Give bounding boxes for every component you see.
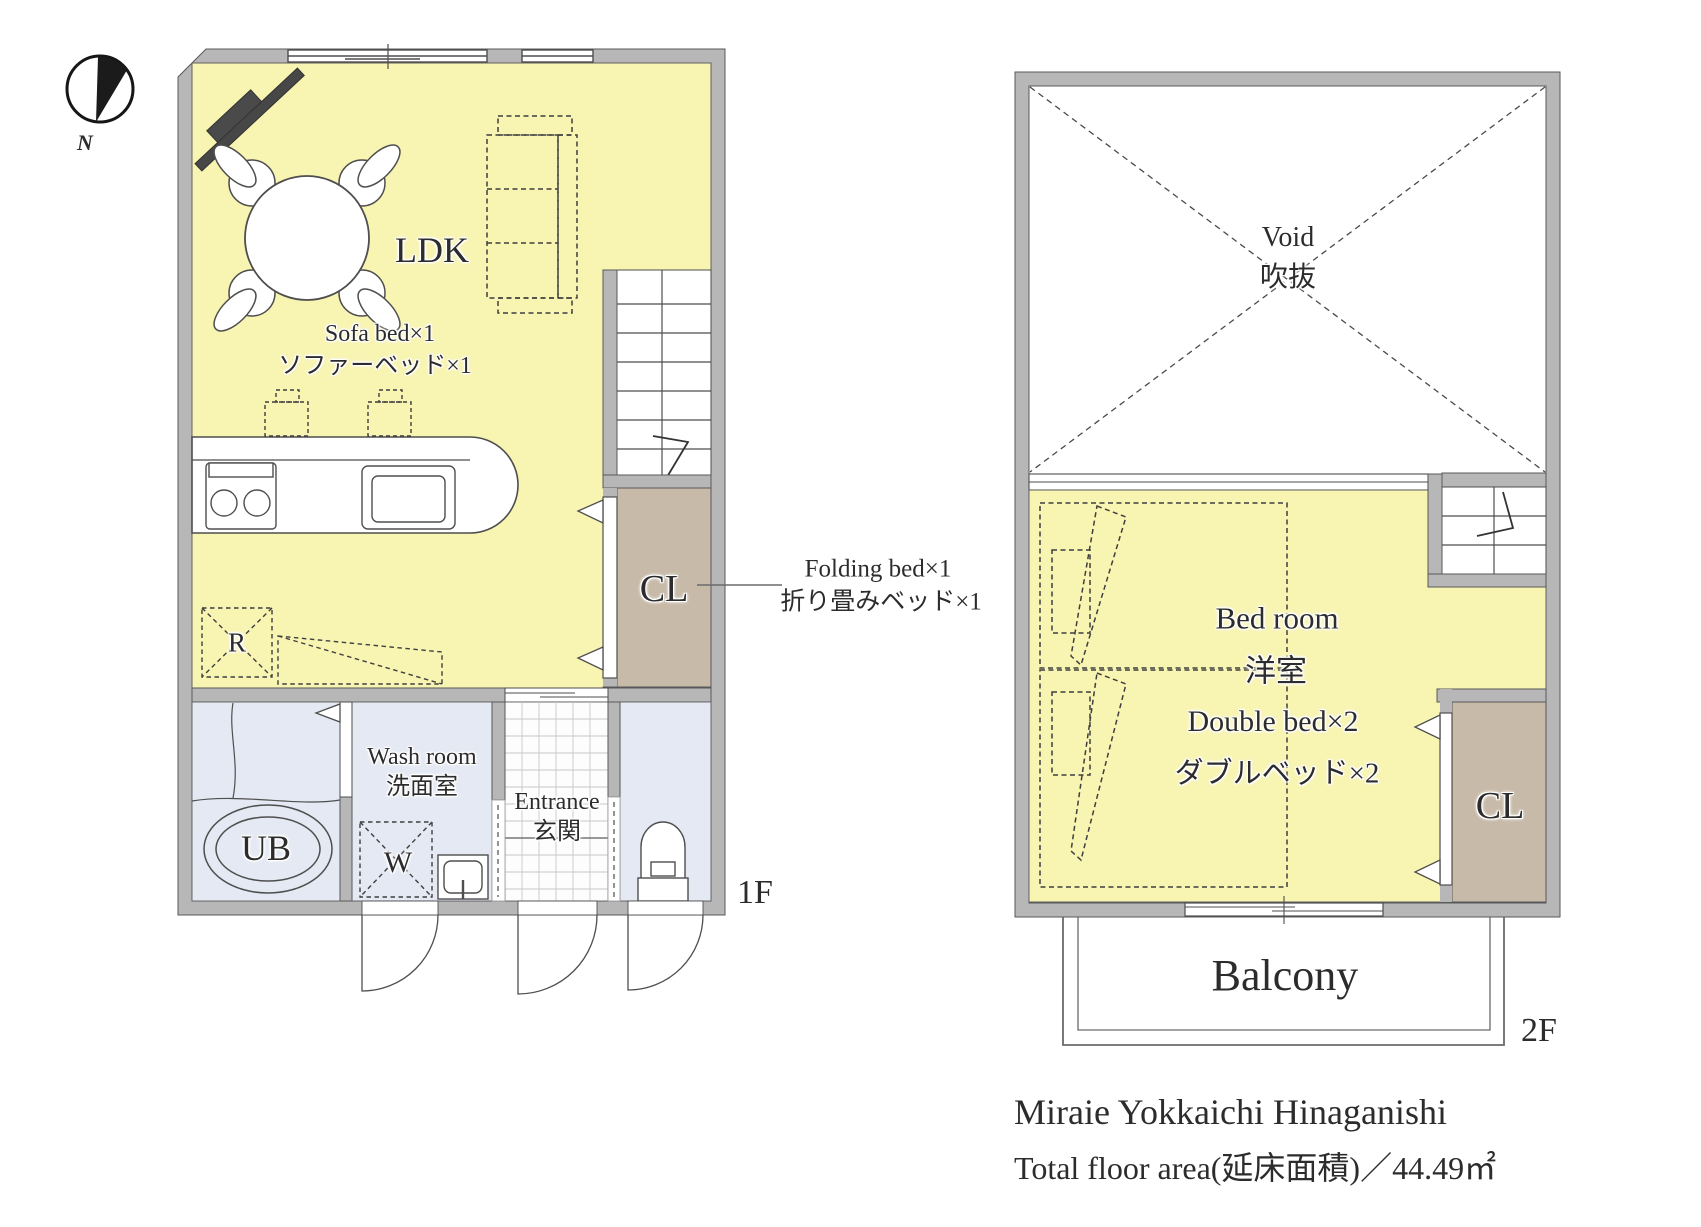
stair-arrow-icon <box>652 435 690 478</box>
sofa-bed-outline <box>486 115 578 314</box>
bathtub-icon <box>191 702 341 894</box>
closet-door-icon <box>576 646 604 672</box>
washer-outline <box>359 821 433 898</box>
refrigerator-label: R <box>227 627 247 658</box>
refrigerator-outline <box>201 607 273 678</box>
double-bed-outlines <box>1039 502 1288 888</box>
sofa-bed-note-en: Sofa bed×1 <box>324 321 436 347</box>
closet-label-2f: CL <box>1475 785 1525 827</box>
double-bed-note-jp: ダブルベッド×2 <box>1174 757 1380 790</box>
toilet-icon <box>637 821 689 902</box>
sink-icon <box>361 465 456 530</box>
window-2f-bottom <box>1184 896 1384 924</box>
wash-basin-icon <box>437 854 489 900</box>
interior-wall <box>314 701 621 902</box>
closet-door-icon <box>1413 713 1441 741</box>
entrance-label-en: Entrance <box>514 789 600 815</box>
sofa-bed-note-jp: ソファーベッド×1 <box>278 353 472 379</box>
washer-label: W <box>383 846 413 879</box>
closet-1f <box>576 487 712 703</box>
closet-2f <box>1413 688 1547 903</box>
closet-door-icon <box>1413 858 1441 886</box>
wash-room-label-jp: 洗面室 <box>386 774 458 800</box>
double-bed-note-en: Double bed×2 <box>1187 705 1359 738</box>
kitchen-counter <box>191 436 519 534</box>
folding-bed-note-en: Folding bed×1 <box>804 555 952 583</box>
floor1-plan <box>177 44 782 995</box>
void-area <box>1029 86 1546 473</box>
void-label-jp: 吹抜 <box>1259 262 1317 293</box>
bedroom-label-jp: 洋室 <box>1245 653 1307 689</box>
compass-icon <box>65 54 135 124</box>
interior-wall <box>191 687 712 703</box>
floor2-plan <box>1014 71 1561 1046</box>
folding-bed-note-jp: 折り畳みベッド×1 <box>780 588 982 616</box>
exterior-doors-1f <box>361 900 704 995</box>
property-name: Miraie Yokkaichi Hinaganishi <box>1014 1092 1447 1132</box>
wash-room-label-en: Wash room <box>367 744 477 770</box>
balcony-outline <box>1062 917 1505 1046</box>
room-label-ldk: LDK <box>395 230 469 270</box>
balcony-label: Balcony <box>1211 951 1359 1000</box>
dining-table <box>244 175 370 301</box>
bath-label: UB <box>240 828 292 868</box>
bath-door-icon <box>314 703 341 723</box>
closet-door-icon <box>576 499 604 525</box>
entrance-floor <box>504 701 609 902</box>
floor1-label: 1F <box>737 874 773 911</box>
bedroom-label-en: Bed room <box>1215 600 1339 636</box>
dining-set <box>213 144 401 332</box>
stairs-1f <box>602 269 712 489</box>
north-label: N <box>77 130 93 155</box>
void-railing <box>1028 473 1429 491</box>
floor2-label: 2F <box>1521 1012 1557 1049</box>
closet-label-1f: CL <box>639 568 689 610</box>
futon-outline <box>277 635 443 685</box>
stairs-2f <box>1427 472 1547 588</box>
stair-arrow-icon <box>1476 491 1515 537</box>
total-floor-area: Total floor area(延床面積)／44.49㎡ <box>1014 1150 1497 1186</box>
entrance-label-jp: 玄関 <box>533 819 581 845</box>
void-label-en: Void <box>1261 222 1315 253</box>
stove-icon <box>205 462 277 530</box>
stool-outlines <box>264 389 412 437</box>
window-1f-top <box>287 44 594 69</box>
